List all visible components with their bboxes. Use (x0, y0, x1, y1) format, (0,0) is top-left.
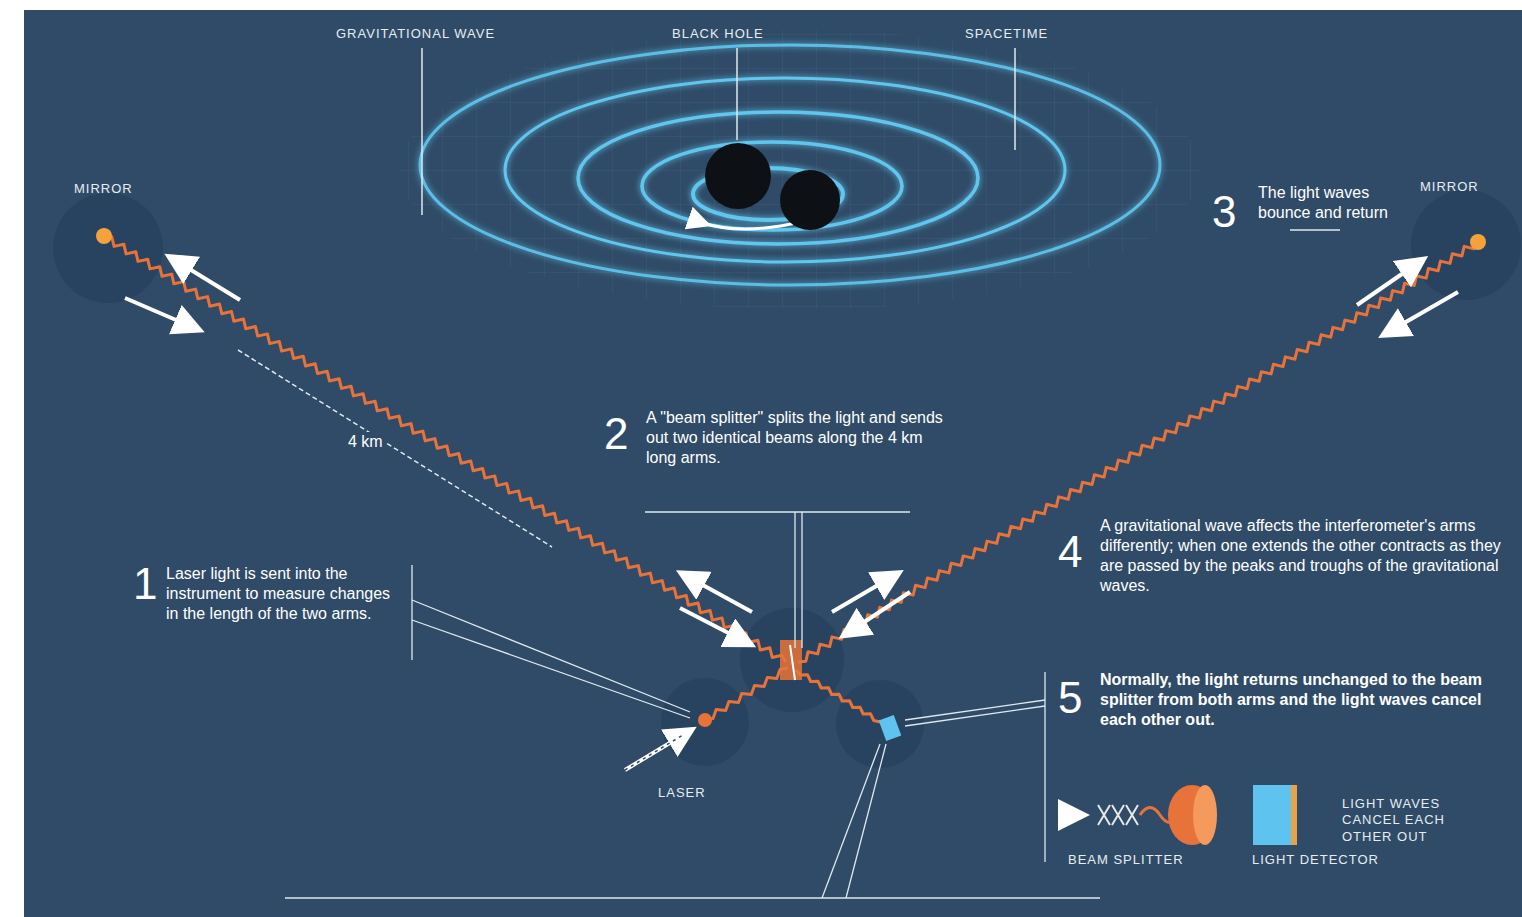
laser-beam (705, 668, 788, 720)
orbit-arrow (700, 222, 800, 229)
callout-text: Laser light is sent into the instrument … (166, 564, 406, 624)
caption: BLACK HOLE (672, 26, 812, 42)
caption: BEAM SPLITTER (1068, 852, 1218, 868)
laser-beam (798, 242, 1478, 662)
callout-number: 2 (604, 412, 644, 456)
spacetime-grid (400, 30, 1200, 310)
laser-beam (796, 670, 880, 722)
light-detector (879, 715, 902, 741)
mirror (1470, 234, 1486, 250)
caption: GRAVITATIONAL WAVE (336, 26, 556, 42)
beam-splitter (780, 640, 802, 680)
dimension-line (238, 350, 552, 547)
callout-number: 1 (133, 562, 163, 606)
cancel-icon (1062, 785, 1297, 845)
caption: LIGHT WAVES CANCEL EACH OTHER OUT (1342, 796, 1492, 845)
callout-number: 5 (1058, 676, 1098, 720)
background (24, 10, 1522, 917)
callout-text: Normally, the light returns unchanged to… (1100, 670, 1500, 730)
callout-number: 4 (1058, 530, 1098, 574)
black-hole (780, 170, 840, 230)
caption: LASER (658, 785, 738, 801)
black-hole (705, 143, 771, 209)
dimension-label: 4 km (345, 432, 386, 452)
laser-beams (104, 236, 1478, 722)
caption: LIGHT DETECTOR (1252, 852, 1402, 868)
callout-text: A "beam splitter" splits the light and s… (646, 408, 946, 468)
callout-text: A gravitational wave affects the interfe… (1100, 516, 1510, 596)
callout-text: The light waves bounce and return (1258, 183, 1418, 223)
laser (698, 713, 712, 727)
direction-arrow (625, 735, 683, 770)
callout-number: 3 (1212, 190, 1242, 234)
caption: MIRROR (1420, 179, 1510, 195)
leader-line (422, 48, 1015, 215)
station-circle (53, 190, 1521, 768)
caption: SPACETIME (965, 26, 1095, 42)
caption: MIRROR (74, 181, 174, 197)
mirror (96, 228, 112, 244)
gravitational-wave (420, 45, 1160, 285)
beam-splitter (790, 645, 795, 680)
